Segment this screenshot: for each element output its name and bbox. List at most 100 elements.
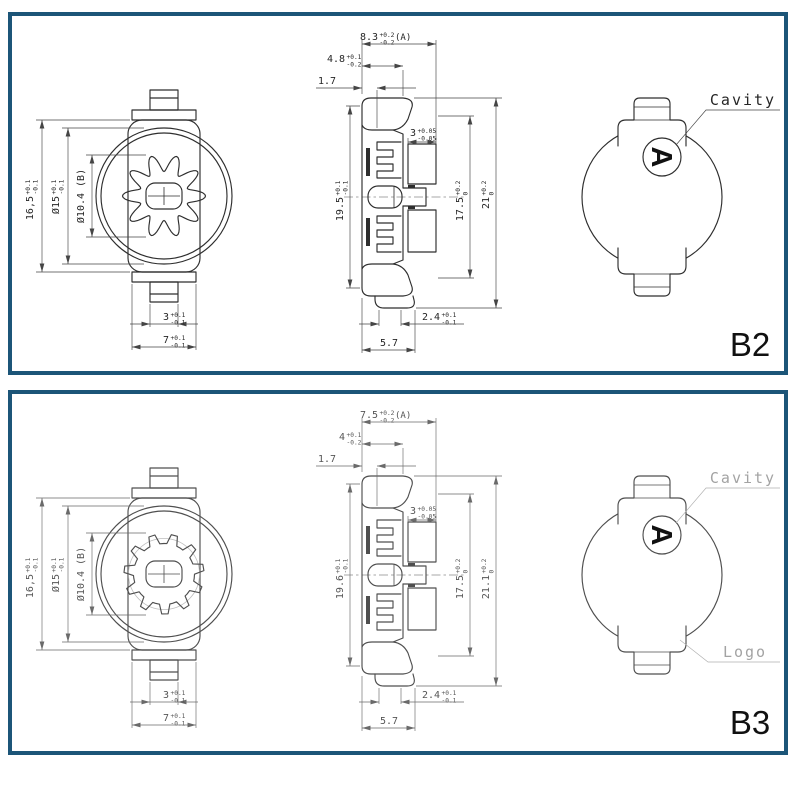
dim-overall-height: 16,5 +0.1 -0.1 (25, 497, 130, 651)
svg-text:+0.1: +0.1 (25, 557, 32, 572)
svg-text:(A): (A) (395, 411, 411, 421)
top-shoulder (131, 487, 197, 499)
svg-text:16,5: 16,5 (25, 574, 36, 598)
svg-text:+0.1: +0.1 (442, 312, 457, 319)
bottom-shoulder (131, 649, 197, 661)
logo-label: Logo (723, 643, 767, 661)
foot (374, 295, 415, 309)
front-view (95, 89, 233, 303)
section-view (344, 97, 464, 309)
svg-text:1.7: 1.7 (318, 454, 336, 465)
boss-block-lower (407, 209, 437, 253)
section-view (344, 475, 464, 687)
svg-text:+0.2: +0.2 (481, 180, 488, 195)
dim-gear-diameter: Ø10.4 (B) (75, 154, 146, 238)
panel-b2: 16,5 +0.1 -0.1 Ø15 +0.1 -0.1 Ø10.4 (B) (8, 12, 788, 375)
svg-text:-0.1: -0.1 (171, 698, 186, 705)
svg-text:+0.2: +0.2 (481, 558, 488, 573)
svg-text:3: 3 (410, 506, 416, 517)
dim-section-width: 7.5 +0.2 -0.2 (A) (360, 410, 437, 518)
cavity-label: Cavity (710, 469, 776, 487)
shaft-bore (367, 563, 403, 587)
svg-text:-0.2: -0.2 (380, 418, 395, 425)
svg-text:-0.2: -0.2 (347, 62, 362, 69)
boss-block-upper (407, 143, 437, 185)
svg-text:3: 3 (410, 128, 416, 139)
svg-text:4: 4 (339, 432, 345, 443)
svg-text:19.5: 19.5 (335, 197, 346, 221)
outer-rim (95, 505, 233, 643)
svg-text:1.7: 1.7 (318, 76, 336, 87)
bottom-tab (149, 659, 179, 681)
svg-text:(A): (A) (395, 33, 411, 43)
dim-lip: 1.7 (316, 454, 416, 506)
dim-section-width: 8.3 +0.2 -0.2 (A) (360, 32, 437, 140)
hub (145, 182, 183, 210)
svg-text:-0.1: -0.1 (59, 557, 66, 572)
cavity-mark-circle (642, 515, 682, 555)
svg-text:+0.2: +0.2 (455, 558, 462, 573)
svg-text:-0.1: -0.1 (171, 721, 186, 728)
dim-overall-height: 16,5 +0.1 -0.1 (25, 119, 130, 273)
svg-text:5.7: 5.7 (380, 338, 398, 349)
svg-text:Ø15: Ø15 (50, 196, 62, 214)
svg-text:+0.1: +0.1 (171, 713, 186, 720)
dim-height-mid: 17.5 +0.2 0 (438, 115, 474, 279)
svg-text:-0.1: -0.1 (442, 320, 457, 327)
svg-text:17.5: 17.5 (455, 575, 466, 599)
svg-text:21: 21 (481, 197, 492, 209)
svg-text:0: 0 (489, 192, 496, 196)
dim-foot-width: 2.4 +0.1 -0.1 (359, 688, 464, 705)
svg-text:2.4: 2.4 (422, 690, 440, 701)
shaft-bore (367, 185, 403, 209)
lower-comb-teeth (376, 215, 402, 253)
svg-text:+0.1: +0.1 (171, 312, 186, 319)
dim-height-overall: 21 +0.2 0 (414, 97, 502, 309)
svg-text:+0.1: +0.1 (171, 335, 186, 342)
cavity-mark: A (645, 147, 677, 168)
bottom-tab (617, 625, 687, 675)
dim-base-width: 7 +0.1 -0.1 (131, 662, 197, 728)
bottom-flange (361, 263, 413, 297)
svg-text:2.4: 2.4 (422, 312, 440, 323)
svg-text:-0.2: -0.2 (347, 440, 362, 447)
panel-b3: 16,5 +0.1 -0.1 Ø15 +0.1 -0.1 Ø10.4 (B) (8, 390, 788, 755)
dim-step: 4 +0.1 -0.2 (339, 432, 404, 474)
boss-block-lower (407, 587, 437, 631)
svg-text:+0.1: +0.1 (51, 557, 58, 572)
inner-rim (100, 132, 228, 260)
svg-text:3: 3 (163, 690, 169, 701)
svg-text:+0.1: +0.1 (335, 180, 342, 195)
dim-height-overall: 21.1 +0.2 0 (414, 475, 502, 687)
panel-b2-drawing: 16,5 +0.1 -0.1 Ø15 +0.1 -0.1 Ø10.4 (B) (25, 32, 780, 363)
outer-rim (95, 127, 233, 265)
bottom-flange (361, 641, 413, 675)
top-tab (617, 97, 687, 147)
top-flange (361, 475, 413, 509)
cavity-mark-circle (642, 137, 682, 177)
svg-text:7: 7 (163, 713, 169, 724)
svg-text:5.7: 5.7 (380, 716, 398, 727)
svg-text:+0.1: +0.1 (25, 179, 32, 194)
front-view (95, 467, 233, 681)
svg-text:0: 0 (489, 570, 496, 574)
top-shoulder (131, 109, 197, 121)
upper-comb-teeth (376, 519, 402, 557)
svg-text:-0.1: -0.1 (343, 180, 350, 195)
svg-text:+0.05: +0.05 (418, 128, 437, 135)
svg-text:19.6: 19.6 (335, 575, 346, 599)
svg-text:-0.05: -0.05 (418, 136, 437, 143)
spur-gear (123, 534, 205, 615)
svg-text:-0.1: -0.1 (442, 698, 457, 705)
bottom-tab (149, 281, 179, 303)
panel-code-label: B3 (730, 704, 770, 741)
svg-text:3: 3 (163, 312, 169, 323)
svg-text:+0.1: +0.1 (347, 432, 362, 439)
svg-text:-0.1: -0.1 (33, 179, 40, 194)
panel-b3-drawing: 16,5 +0.1 -0.1 Ø15 +0.1 -0.1 Ø10.4 (B) (25, 410, 780, 741)
svg-text:Ø15: Ø15 (50, 574, 62, 592)
svg-text:Ø10.4 (B): Ø10.4 (B) (75, 169, 87, 223)
svg-text:+0.1: +0.1 (171, 690, 186, 697)
dim-height-mid: 17.5 +0.2 0 (438, 493, 474, 657)
boss-block-upper (407, 521, 437, 563)
